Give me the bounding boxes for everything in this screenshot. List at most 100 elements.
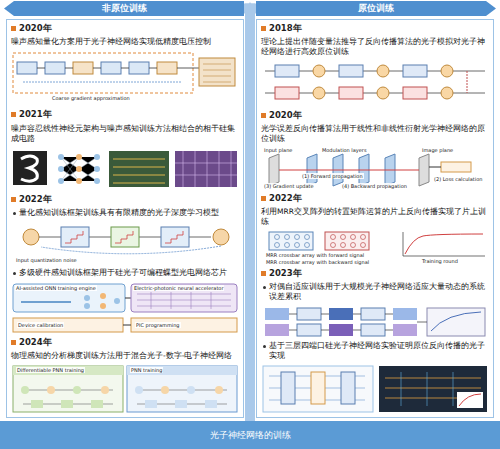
rect-shape — [157, 62, 177, 74]
rect-shape — [13, 318, 123, 332]
figure-label: Input quantization noise — [15, 257, 78, 263]
circle-shape — [275, 242, 280, 247]
year-heading: 2018年 — [261, 23, 489, 34]
figure-label: (3) Gradient update — [263, 183, 315, 189]
g-shape — [275, 234, 310, 247]
path-shape — [123, 324, 131, 325]
rect-shape — [111, 227, 139, 247]
circle-shape — [361, 234, 366, 239]
quantization-training-figure: Input quantization noise — [11, 221, 239, 265]
rect-shape — [403, 87, 427, 99]
path-shape — [23, 82, 181, 83]
circle-shape — [213, 229, 229, 245]
rect-shape — [329, 324, 353, 336]
circle-shape — [351, 242, 356, 247]
rect-shape — [275, 65, 299, 77]
rect-shape — [297, 308, 321, 320]
circle-shape — [441, 65, 453, 77]
figure-label: AI-assisted ONN training engine — [15, 285, 97, 291]
timeline-panel: 2018年理论上提出伴随变量法推导了反向传播算法的光子模拟对光子神经网络进行高效… — [256, 19, 494, 418]
rect-shape — [13, 53, 193, 93]
milestone-text: 物理感知的分析梯度训练方法用于混合光子-数字-电子神经网络 — [11, 351, 239, 361]
milestone-text: 噪声容忍线性神经元架构与噪声感知训练方法相结合的相干硅集成电路 — [11, 124, 239, 144]
milestone-text: 利用MRR交叉阵列的转置矩阵运算的片上反向传播实现了片上训练 — [261, 207, 489, 227]
circle-shape — [313, 65, 325, 77]
path-shape — [419, 154, 429, 186]
path-shape — [165, 231, 183, 243]
figure-label: MRR crossbar array with backward signal — [265, 259, 370, 265]
circle-shape — [331, 234, 336, 239]
milestone-text: 理论上提出伴随变量法推导了反向传播算法的光子模拟对光子神经网络进行高效原位训练 — [261, 37, 489, 57]
figure-label: (1) Forward propagation — [301, 173, 364, 179]
circle-shape — [76, 178, 82, 184]
rect-shape — [311, 372, 325, 404]
milestone-text: 多级硬件感知训练框架用于硅光子可编程蝶型光电网络芯片 — [11, 268, 239, 278]
circle-shape — [84, 303, 90, 309]
figure-label: Electric-photonic neural accelerator — [133, 285, 224, 291]
rect-shape — [361, 308, 385, 320]
circle-shape — [341, 234, 346, 239]
rect-shape — [145, 400, 157, 408]
rect-shape — [73, 62, 93, 74]
milestone-text: 量化感知训练框架训练具有有限精度的光子深度学习模型 — [11, 208, 239, 218]
figure-label: Input plane — [263, 147, 293, 153]
path-shape — [401, 372, 453, 406]
rect-shape — [441, 162, 471, 172]
rect-shape — [265, 324, 289, 336]
circle-shape — [161, 386, 169, 394]
path-shape — [431, 312, 481, 331]
circle-shape — [441, 87, 453, 99]
path-shape — [21, 301, 71, 303]
figure-art — [261, 305, 489, 339]
path-shape — [429, 167, 441, 168]
rect-shape — [269, 232, 313, 250]
circle-shape — [305, 234, 310, 239]
circle-shape — [58, 166, 64, 172]
quantization-figure: Coarse gradient approximation — [11, 50, 239, 106]
rect-shape — [61, 400, 73, 408]
arrow-fill — [4, 1, 244, 16]
figure-label: Image plane — [421, 147, 454, 153]
figure-label: Coarse gradient approximation — [51, 95, 131, 101]
diffractive-figure: Input planeModulation layersImage plane(… — [261, 146, 489, 190]
figure-label: PNN training — [130, 367, 163, 373]
milestone-text: 光学误差反向传播算法用于线性和非线性衍射光学神经网络的原位训练 — [261, 124, 489, 144]
timeline-panel: 2020年噪声感知量化方案用于光子神经网络实现低精度电压控制 Coarse gr… — [6, 19, 244, 418]
circle-shape — [187, 386, 195, 394]
circle-shape — [94, 178, 100, 184]
rect-shape — [403, 65, 427, 77]
path-shape — [37, 68, 199, 69]
circle-shape — [215, 386, 223, 394]
rect-shape — [131, 284, 237, 312]
circle-shape — [23, 229, 39, 245]
figure-label: Differentiable PNN training — [16, 367, 85, 373]
circle-shape — [100, 293, 106, 299]
rect-shape — [329, 308, 353, 320]
path-shape — [289, 314, 427, 330]
figure-label: (4) Backward propagation — [341, 183, 408, 189]
circle-shape — [285, 242, 290, 247]
circle-shape — [275, 234, 280, 239]
rect-shape — [265, 308, 289, 320]
rect-shape — [175, 151, 237, 187]
rect-shape — [325, 232, 369, 250]
year-heading: 2022年 — [261, 193, 489, 204]
hardware-aware-figure: AI-assisted ONN training engine Electric-… — [11, 282, 239, 334]
path-shape — [125, 297, 131, 298]
path-shape — [467, 71, 468, 93]
circle-shape — [114, 298, 120, 304]
year-heading: 2020年 — [11, 23, 239, 34]
figure-art — [11, 147, 239, 191]
rect-shape — [341, 372, 355, 404]
adjoint-figure — [261, 59, 489, 107]
circle-shape — [73, 386, 81, 394]
header-text: 原位训练 — [256, 1, 496, 16]
rect-shape — [17, 62, 37, 74]
year-heading: 2023年 — [261, 268, 489, 279]
circle-shape — [76, 154, 82, 160]
rect-shape — [13, 151, 47, 185]
rect-shape — [379, 366, 487, 412]
circle-shape — [84, 295, 90, 301]
circle-shape — [101, 386, 109, 394]
